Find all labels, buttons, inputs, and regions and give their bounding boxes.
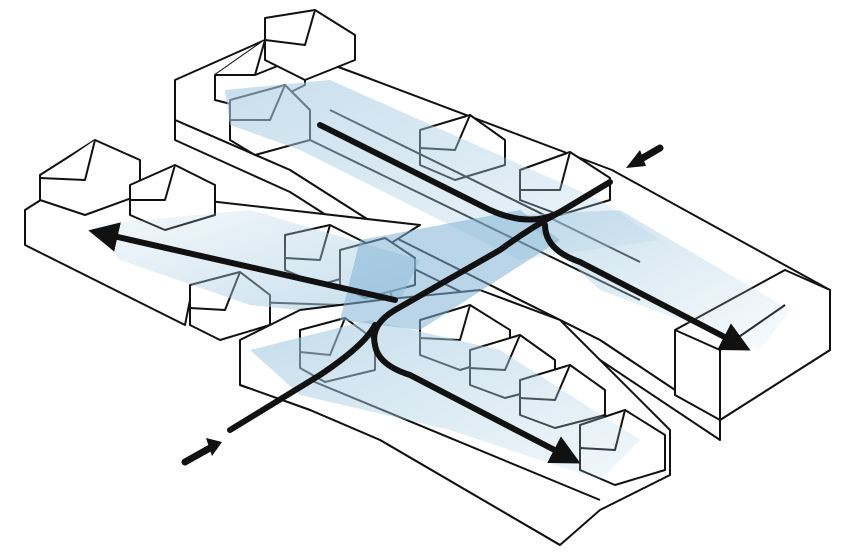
path-to-lower [372, 342, 581, 464]
path-from-entry [227, 322, 378, 433]
entry-arrow-icon-right [626, 144, 664, 168]
path-diagonal [371, 209, 563, 348]
entry-arrow-icon-left [181, 438, 222, 466]
path-to-right [542, 222, 751, 351]
flow-zone-left [90, 210, 420, 320]
path-to-left [88, 222, 398, 303]
flow-zone-lower [250, 320, 640, 480]
flow-zone-right [520, 210, 790, 350]
circulation-paths [88, 122, 751, 464]
